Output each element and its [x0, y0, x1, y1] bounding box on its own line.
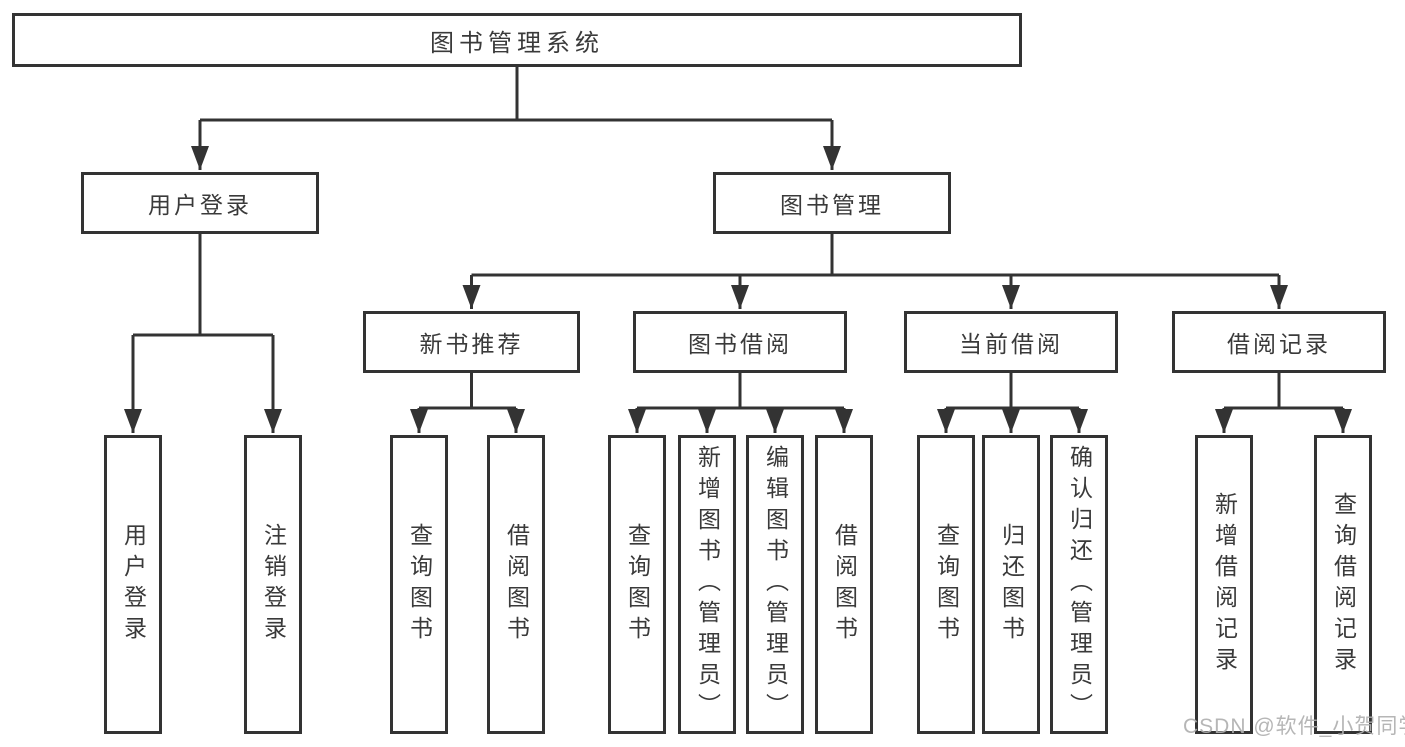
leaf-newbooks-query-label: 查询图书 [406, 522, 433, 647]
watermark: CSDN @软件_小贺同学 [1183, 715, 1405, 738]
leaf-borrow-query-label: 查询图书 [624, 522, 651, 647]
leaf-borrow-add-label: 新增图书（管理员） [694, 445, 721, 724]
leaf-borrow-edit-label: 编辑图书（管理员） [762, 445, 789, 724]
leaf-current-confirm-return: 确认归还（管理员） [1050, 435, 1108, 734]
node-root-label: 图书管理系统 [430, 29, 604, 57]
node-borrow-records: 借阅记录 [1172, 311, 1386, 373]
leaf-borrow-edit: 编辑图书（管理员） [746, 435, 804, 734]
leaf-records-add-label: 新增借阅记录 [1211, 491, 1238, 678]
leaf-newbooks-query: 查询图书 [390, 435, 448, 734]
node-current-borrow: 当前借阅 [904, 311, 1118, 373]
leaf-borrow-borrow: 借阅图书 [815, 435, 873, 734]
node-new-books: 新书推荐 [363, 311, 580, 373]
leaf-current-query: 查询图书 [917, 435, 975, 734]
leaf-borrow-borrow-label: 借阅图书 [831, 522, 858, 647]
leaf-newbooks-borrow-label: 借阅图书 [503, 522, 530, 647]
leaf-current-return-label: 归还图书 [998, 522, 1025, 647]
leaf-current-return: 归还图书 [982, 435, 1040, 734]
node-book-mgmt-label: 图书管理 [780, 192, 884, 218]
leaf-current-confirm-return-label: 确认归还（管理员） [1066, 445, 1093, 724]
node-book-borrow: 图书借阅 [633, 311, 847, 373]
leaf-records-query: 查询借阅记录 [1314, 435, 1372, 734]
leaf-borrow-query: 查询图书 [608, 435, 666, 734]
leaf-records-add: 新增借阅记录 [1195, 435, 1253, 734]
node-new-books-label: 新书推荐 [419, 331, 524, 357]
leaf-records-query-label: 查询借阅记录 [1330, 491, 1357, 678]
leaf-user-login-label: 用户登录 [120, 522, 147, 647]
leaf-newbooks-borrow: 借阅图书 [487, 435, 545, 734]
node-book-mgmt: 图书管理 [713, 172, 951, 234]
leaf-current-query-label: 查询图书 [933, 522, 960, 647]
node-book-borrow-label: 图书借阅 [688, 331, 792, 357]
node-borrow-records-label: 借阅记录 [1227, 331, 1331, 357]
leaf-logout: 注销登录 [244, 435, 302, 734]
leaf-borrow-add: 新增图书（管理员） [678, 435, 736, 734]
node-user-login: 用户登录 [81, 172, 319, 234]
node-root: 图书管理系统 [12, 13, 1022, 67]
node-user-login-label: 用户登录 [148, 192, 252, 218]
leaf-logout-label: 注销登录 [260, 522, 287, 647]
leaf-user-login: 用户登录 [104, 435, 162, 734]
node-current-borrow-label: 当前借阅 [959, 331, 1063, 357]
